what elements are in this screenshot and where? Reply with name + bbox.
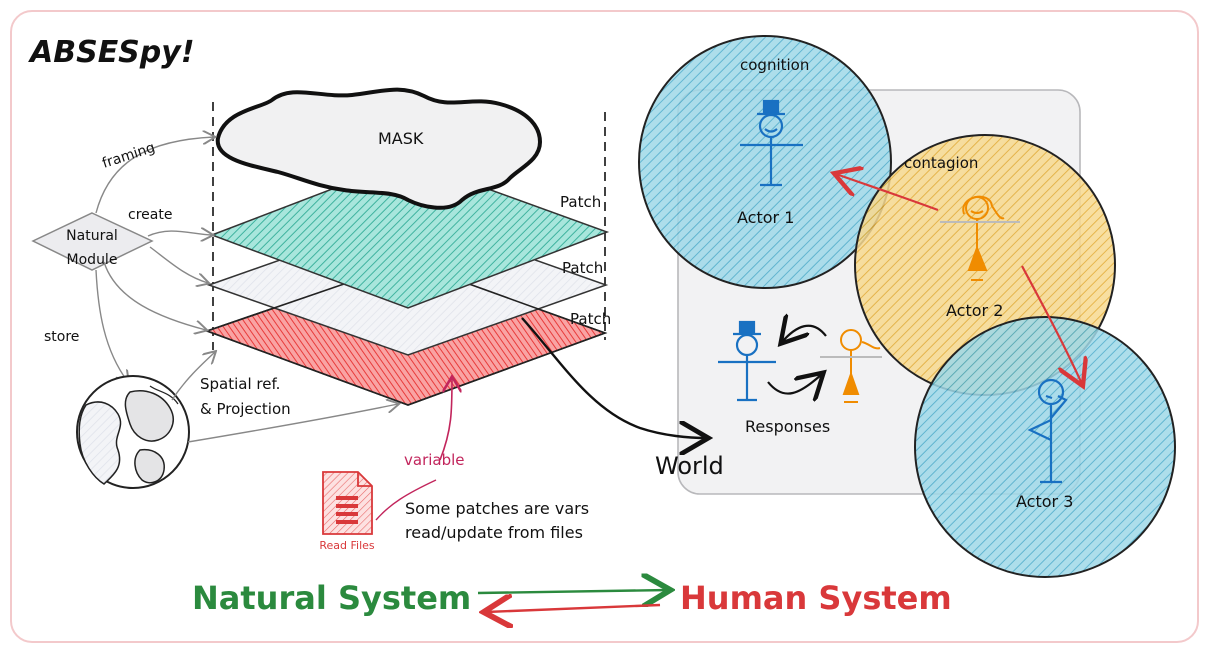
responses-figure-girl: [820, 329, 882, 403]
edge-framing-label: framing: [100, 140, 157, 172]
diagram-title: ABSESpy!: [28, 35, 195, 70]
natural-module-node: [31, 212, 154, 271]
note-line-2: read/update from files: [405, 523, 583, 542]
actor-2-label: Actor 2: [946, 301, 1003, 320]
actor-1-circle: [638, 35, 892, 289]
edge-patch3: [103, 261, 206, 330]
actor-1-label: Actor 1: [737, 208, 794, 227]
responses-label: Responses: [745, 417, 830, 436]
outer-frame: [10, 10, 1199, 643]
edge-store: [95, 269, 128, 382]
actor-3-figure: [1027, 378, 1068, 484]
actor-3-circle: [914, 316, 1176, 578]
mask-shape: [215, 87, 542, 210]
note-line-1: Some patches are vars: [405, 499, 589, 518]
edge-patch2: [149, 246, 208, 283]
edge-create: [147, 231, 212, 236]
contagion-label: contagion: [904, 154, 978, 172]
human-to-natural-arrow: [486, 605, 661, 612]
edge-globe-projection: [187, 404, 398, 443]
variable-label: variable: [404, 451, 465, 469]
spatial-label-1: Spatial ref.: [200, 375, 280, 393]
variable-arrow: [439, 378, 452, 461]
patch-to-world-arrow: [521, 317, 706, 438]
actor-2-figure: [940, 195, 1020, 281]
file-icon[interactable]: [322, 471, 373, 535]
actor-3-label: Actor 3: [1016, 492, 1073, 511]
contagion-arrow-actor1: [836, 174, 939, 212]
file-caption: Read Files: [319, 539, 375, 552]
mask-label: MASK: [378, 129, 424, 148]
globe-icon: [76, 375, 190, 489]
edge-create-label: create: [128, 207, 172, 223]
patch-label-1: Patch: [560, 193, 601, 211]
human-system-label: Human System: [680, 579, 952, 617]
edge-framing: [95, 137, 214, 214]
patch-label-2: Patch: [562, 259, 603, 277]
patch-label-3: Patch: [570, 310, 611, 328]
natural-system-label: Natural System: [192, 579, 471, 617]
cognition-label: cognition: [740, 56, 809, 74]
response-arrow-left: [782, 326, 827, 342]
world-label: World: [655, 452, 724, 480]
spatial-label-2: & Projection: [200, 400, 291, 418]
natural-module-label-2: Module: [67, 252, 118, 268]
natural-to-human-arrow: [477, 590, 668, 593]
response-arrow-right: [767, 374, 822, 394]
file-link: [375, 479, 437, 521]
contagion-arrow-actor3: [1021, 265, 1082, 384]
edge-store-label: store: [44, 329, 79, 345]
edge-globe-patch: [171, 352, 215, 401]
actor-1-figure: [740, 99, 803, 187]
natural-module-label-1: Natural: [66, 228, 118, 244]
responses-figure-hat: [718, 320, 776, 402]
